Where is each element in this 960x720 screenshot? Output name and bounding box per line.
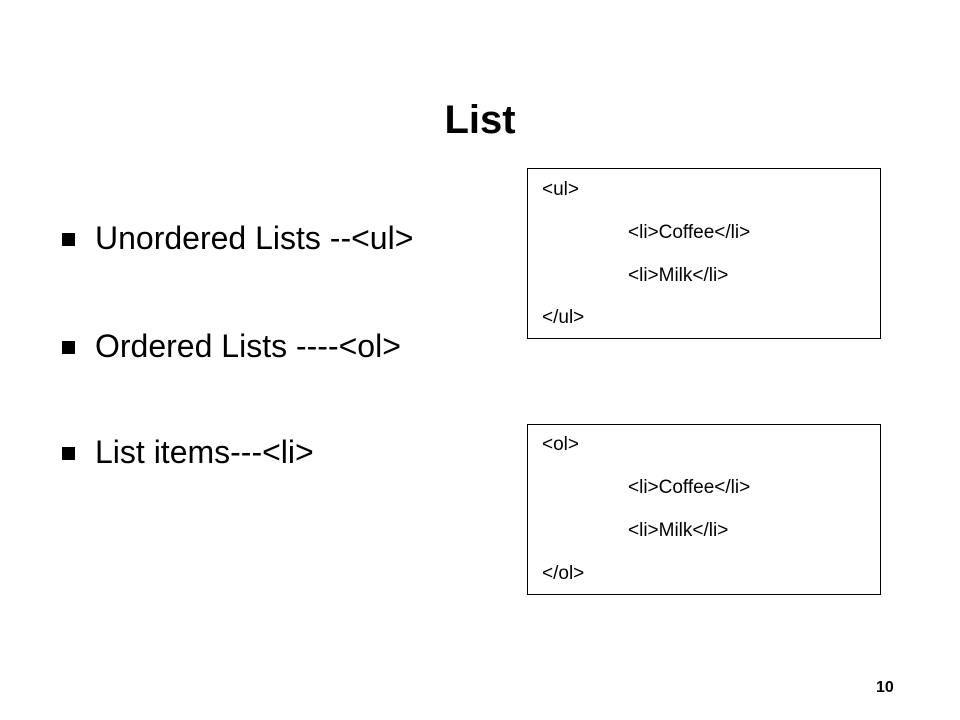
code-line: <li>Coffee</li> — [628, 477, 751, 498]
code-box-ordered-list: <ol> <li>Coffee</li> <li>Milk</li> </ol> — [527, 424, 881, 595]
code-line: </ol> — [542, 563, 585, 584]
bullet-text: List items---<li> — [95, 434, 314, 470]
square-bullet-icon — [62, 233, 75, 246]
bullet-text: Unordered Lists --<ul> — [95, 220, 414, 256]
code-line: <ol> — [542, 434, 579, 455]
code-line: <li>Milk</li> — [628, 265, 729, 286]
page-number: 10 — [876, 679, 894, 696]
code-line: <ul> — [542, 179, 579, 200]
code-line: </ul> — [542, 307, 585, 328]
code-line: <li>Milk</li> — [628, 520, 729, 541]
square-bullet-icon — [62, 447, 75, 460]
code-line: <li>Coffee</li> — [628, 222, 751, 243]
slide-title: List — [444, 98, 516, 142]
bullet-text: Ordered Lists ----<ol> — [95, 328, 401, 364]
code-box-unordered-list: <ul> <li>Coffee</li> <li>Milk</li> </ul> — [527, 168, 881, 339]
square-bullet-icon — [62, 341, 75, 354]
